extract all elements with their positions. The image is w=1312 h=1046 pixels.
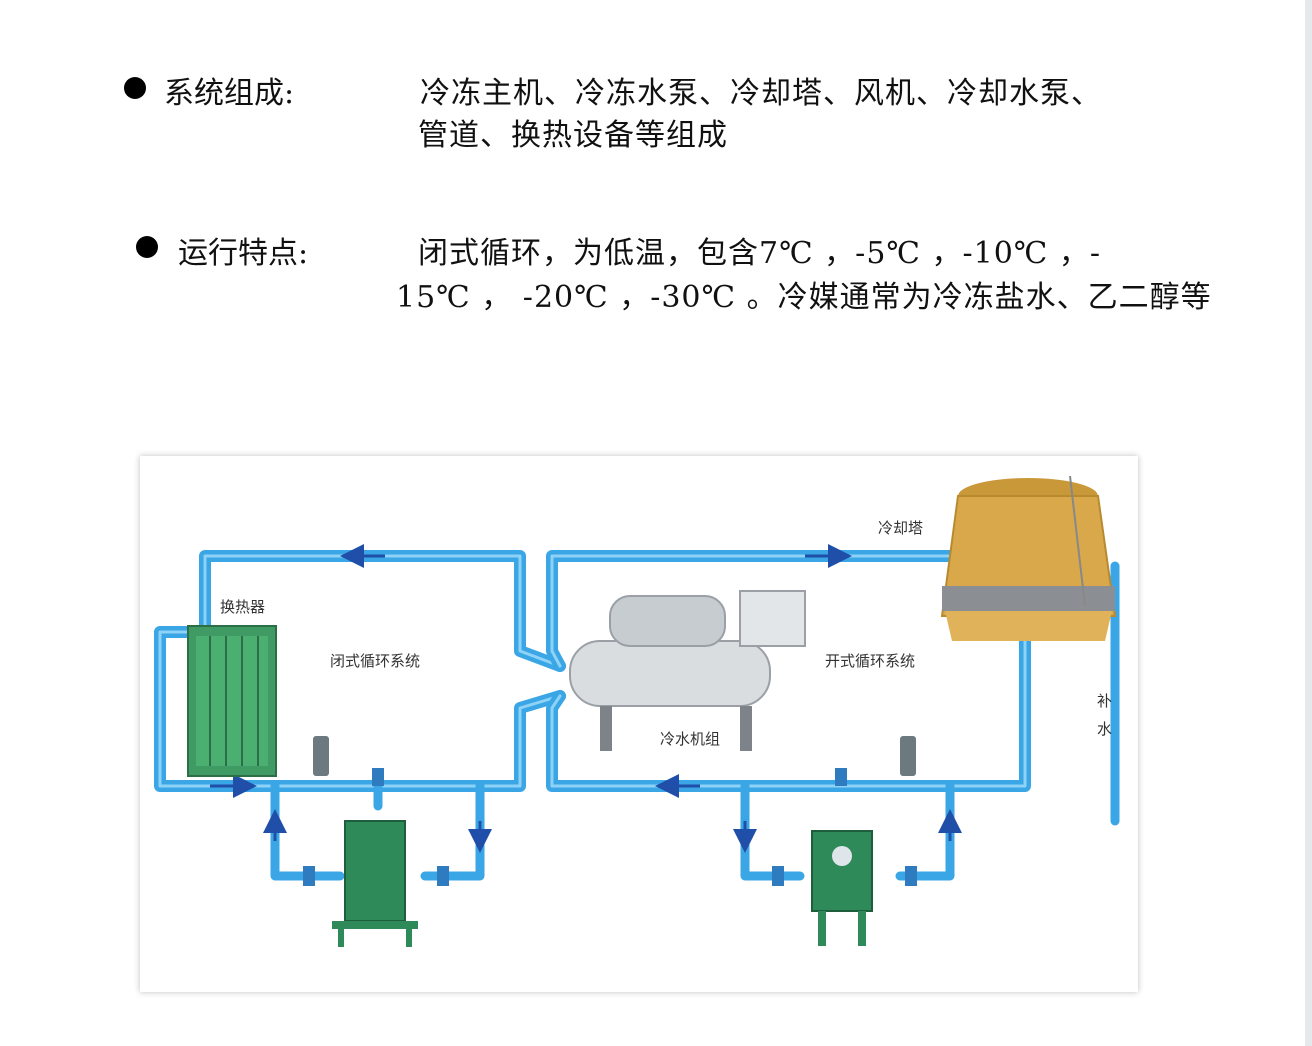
- valve-icon: [303, 768, 917, 886]
- heat-exchanger-icon: [187, 625, 277, 777]
- open-loop-label: 开式循环系统: [825, 652, 915, 670]
- cooling-tower-label: 冷却塔: [878, 519, 923, 537]
- chiller-unit-icon: [569, 590, 806, 751]
- closed-loop-label: 闭式循环系统: [330, 652, 420, 670]
- makeup-water-label-1: 补: [1097, 692, 1112, 710]
- pump-icon: [313, 736, 916, 776]
- flow-arrows: [210, 544, 962, 853]
- makeup-water-label-2: 水: [1097, 720, 1112, 738]
- composition-line2: 管道、换热设备等组成: [418, 118, 728, 153]
- bullet-composition: [124, 77, 146, 99]
- features-line2: 15℃ ， -20℃ ，-30℃ 。冷媒通常为冷冻盐水、乙二醇等: [396, 280, 1212, 315]
- water-treatment-unit-right-icon: [811, 830, 873, 946]
- composition-line1: 冷冻主机、冷冻水泵、冷却塔、风机、冷却水泵、: [420, 76, 1102, 111]
- composition-label: 系统组成:: [164, 76, 295, 111]
- closed-loop-pipes: [154, 550, 566, 881]
- cooling-tower-icon: [940, 475, 1117, 641]
- features-label: 运行特点:: [178, 236, 309, 271]
- chiller-label: 冷水机组: [660, 730, 720, 748]
- water-treatment-unit-left-icon: [332, 820, 418, 947]
- bullet-features: [136, 236, 158, 258]
- page-edge: [1305, 0, 1312, 1046]
- heat-exchanger-label: 换热器: [220, 598, 265, 616]
- system-diagram: 冷却塔 换热器 闭式循环系统 开式循环系统 冷水机组 补 水: [140, 456, 1138, 992]
- features-line1: 闭式循环，为低温，包含7℃ ，-5℃ ，-10℃ ，-: [418, 236, 1102, 271]
